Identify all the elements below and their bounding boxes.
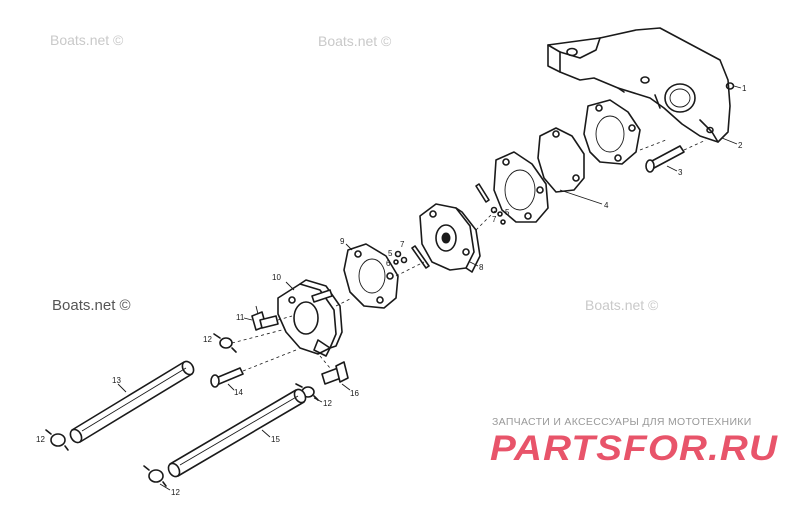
gasket-middle — [537, 127, 585, 193]
callout-1: 1 — [742, 84, 747, 93]
brand-tagline: ЗАПЧАСТИ И АКСЕССУАРЫ ДЛЯ МОТОТЕХНИКИ — [492, 416, 752, 428]
fuel-pump-housing — [277, 279, 343, 357]
fitting-icon — [251, 305, 279, 331]
callout-10: 10 — [272, 273, 281, 282]
brand-logo: ЗАПЧАСТИ И АКСЕССУАРЫ ДЛЯ МОТОТЕХНИКИ PA… — [490, 416, 778, 468]
callout-12-a: 12 — [203, 335, 212, 344]
callout-5-upper: 5 — [505, 208, 510, 217]
callout-16: 16 — [350, 389, 359, 398]
brand-logo-text: PARTSFOR.RU — [490, 429, 778, 468]
gasket-outer — [583, 99, 641, 165]
callout-12-c: 12 — [36, 435, 45, 444]
hose-clamp-icon — [45, 429, 69, 451]
callout-7-lower: 7 — [400, 240, 405, 249]
callout-3: 3 — [678, 168, 683, 177]
pump-plate — [419, 203, 481, 273]
callout-5-lower: 5 — [388, 249, 393, 258]
callout-12-b: 12 — [323, 399, 332, 408]
callout-15: 15 — [271, 435, 280, 444]
callout-12-d: 12 — [171, 488, 180, 497]
callout-4: 4 — [604, 201, 609, 210]
pin — [475, 183, 490, 203]
callout-6: 6 — [386, 259, 391, 268]
callout-8: 8 — [479, 263, 484, 272]
fuel-hose-lower — [167, 388, 307, 478]
callout-9: 9 — [340, 237, 345, 246]
diaphragm-gasket — [343, 243, 399, 309]
callout-2: 2 — [738, 141, 743, 150]
callout-13: 13 — [112, 376, 121, 385]
watermark-right: Boats.net © — [585, 297, 659, 313]
fuel-hose-upper — [69, 360, 195, 444]
mounting-bracket — [547, 27, 731, 143]
callout-14: 14 — [234, 388, 243, 397]
hose-clamp-icon — [143, 465, 167, 487]
bolt-icon — [645, 139, 707, 173]
bolt-icon — [210, 349, 297, 388]
pin-lower — [411, 245, 430, 269]
fitting-icon — [319, 355, 349, 385]
callout-11: 11 — [236, 313, 245, 322]
gasket-inner — [493, 151, 549, 223]
watermark-left: Boats.net © — [52, 297, 131, 314]
watermark-top-left: Boats.net © — [50, 32, 124, 48]
watermark-top-center: Boats.net © — [318, 33, 392, 49]
washer — [725, 82, 735, 90]
callout-7-upper: 7 — [492, 215, 497, 224]
